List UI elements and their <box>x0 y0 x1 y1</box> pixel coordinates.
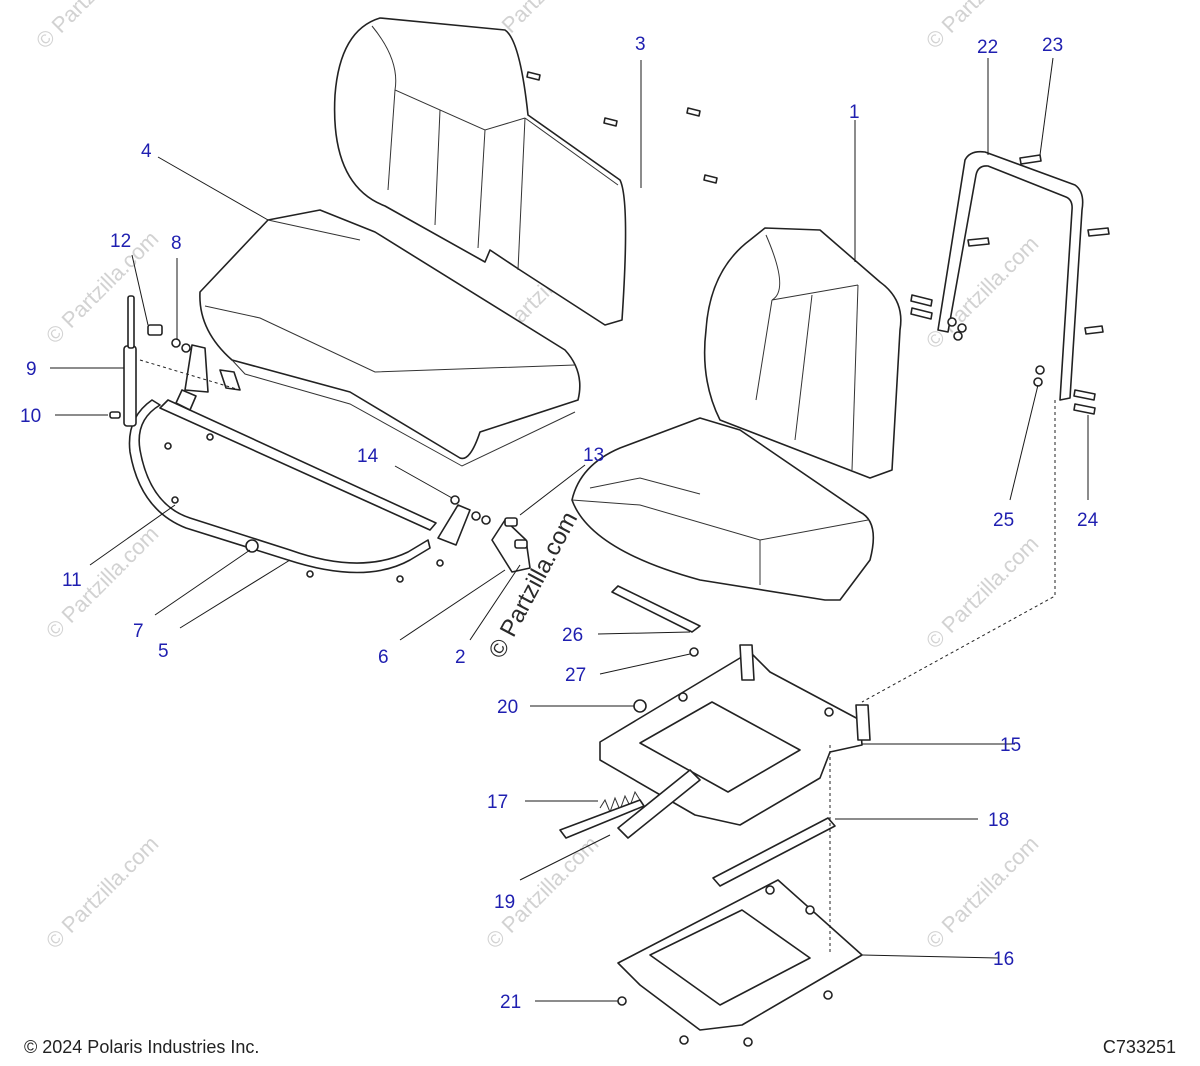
callout-20: 20 <box>497 697 518 718</box>
grab-handle <box>937 150 1084 401</box>
callout-26: 26 <box>562 625 583 646</box>
callout-27: 27 <box>565 665 586 686</box>
mounting-plate <box>617 879 863 1031</box>
callout-7: 7 <box>133 621 144 642</box>
callout-23: 23 <box>1042 35 1063 56</box>
seat-base <box>599 644 871 826</box>
bench-frame <box>128 389 437 574</box>
callout-18: 18 <box>988 810 1009 831</box>
callout-8: 8 <box>171 233 182 254</box>
callout-17: 17 <box>487 792 508 813</box>
callout-6: 6 <box>378 647 389 668</box>
callout-13: 13 <box>583 445 604 466</box>
drawing-id: C733251 <box>1102 1037 1176 1057</box>
callout-21: 21 <box>500 992 521 1013</box>
watermark: © Partzilla.com <box>41 521 164 644</box>
callout-10: 10 <box>20 406 41 427</box>
watermark: © Partzilla.com <box>921 231 1044 354</box>
callout-5: 5 <box>158 641 169 662</box>
leader-lines <box>50 57 1089 1002</box>
watermark: © Partzilla.com <box>41 226 164 349</box>
lower-fasteners <box>617 647 833 1047</box>
callout-2: 2 <box>455 647 466 668</box>
watermark: © Partzilla.com <box>31 0 154 54</box>
callout-3: 3 <box>635 34 646 55</box>
bench-hardware <box>109 324 531 583</box>
bucket-seat-cushion <box>571 417 875 601</box>
callout-14: 14 <box>357 446 379 467</box>
callout-11: 11 <box>62 570 82 591</box>
callout-4: 4 <box>141 141 152 162</box>
assembly-lines <box>139 359 1056 955</box>
bucket-backrest <box>703 227 902 479</box>
callout-1: 1 <box>849 102 860 123</box>
gas-strut <box>123 295 137 427</box>
copyright-notice: © 2024 Polaris Industries Inc. <box>24 1037 260 1057</box>
slider-assembly <box>559 769 836 887</box>
callout-25: 25 <box>993 510 1014 531</box>
upper-fasteners <box>526 71 1110 415</box>
callout-22: 22 <box>977 37 998 58</box>
callout-16: 16 <box>993 949 1014 970</box>
watermark: © Partzilla.com <box>921 831 1044 954</box>
bench-backrest <box>333 17 627 326</box>
callout-12: 12 <box>110 231 131 252</box>
seat-bracket <box>611 585 701 633</box>
callout-24: 24 <box>1077 510 1099 531</box>
callout-labels: 1 2 3 4 5 6 7 8 9 10 11 12 13 14 15 16 1… <box>20 34 1099 1013</box>
callout-19: 19 <box>494 892 515 913</box>
callout-9: 9 <box>26 359 37 380</box>
watermark: © Partzilla.com <box>921 531 1044 654</box>
watermark: © Partzilla.com <box>41 831 164 954</box>
bench-seat-cushion <box>199 209 581 467</box>
callout-15: 15 <box>1000 735 1021 756</box>
